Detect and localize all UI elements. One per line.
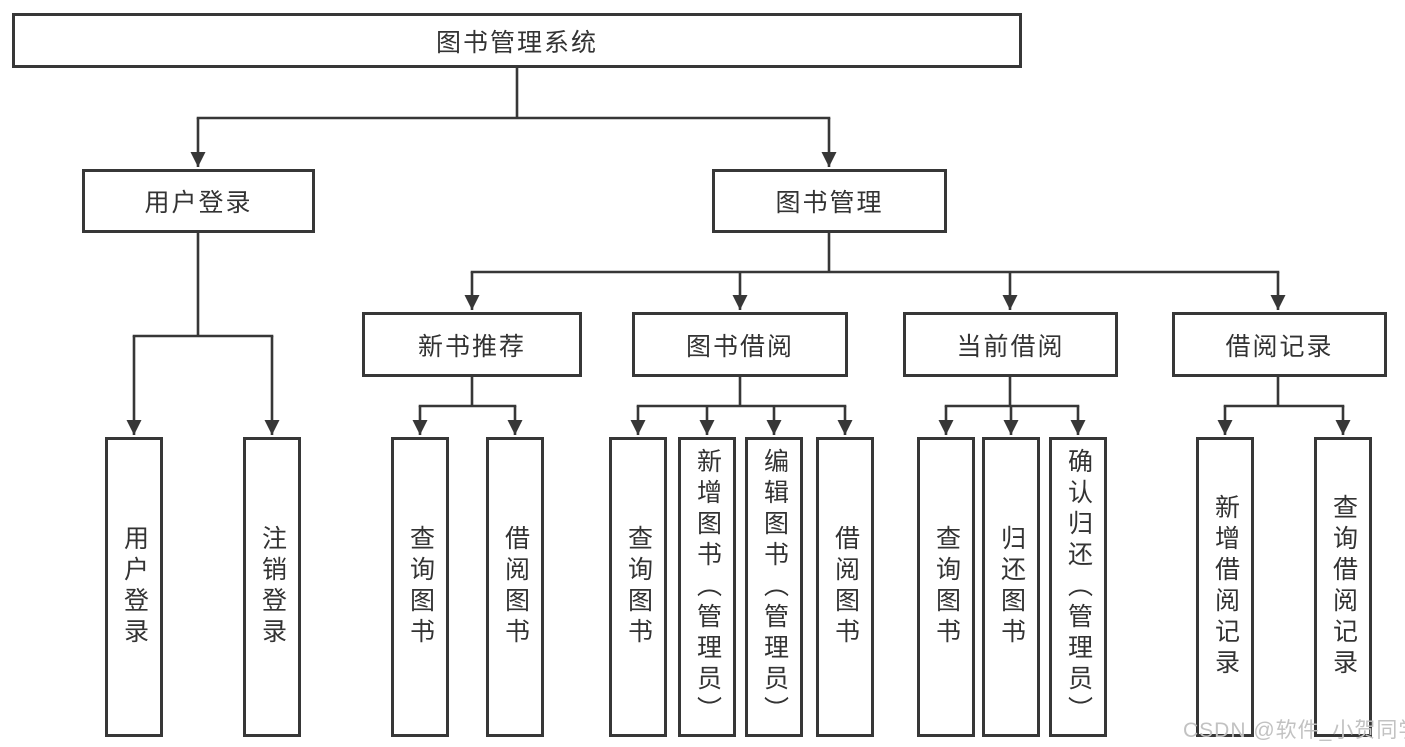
node-borrow-records: 借阅记录 xyxy=(1172,312,1387,377)
node-bb-add-books-admin: 新增图书（管理员） xyxy=(678,437,736,737)
node-current-borrow: 当前借阅 xyxy=(903,312,1118,377)
node-user-login: 用户登录 xyxy=(105,437,163,737)
node-bb-borrow-books: 借阅图书 xyxy=(816,437,874,737)
node-new-book-recommend: 新书推荐 xyxy=(362,312,582,377)
node-book-management: 图书管理 xyxy=(712,169,947,233)
node-cb-return-books: 归还图书 xyxy=(982,437,1040,737)
node-user-login-branch: 用户登录 xyxy=(82,169,315,233)
node-nbr-borrow-books: 借阅图书 xyxy=(486,437,544,737)
node-cb-confirm-return-admin: 确认归还（管理员） xyxy=(1049,437,1107,737)
node-cb-query-books: 查询图书 xyxy=(917,437,975,737)
node-br-add-record: 新增借阅记录 xyxy=(1196,437,1254,737)
node-book-borrow: 图书借阅 xyxy=(632,312,848,377)
node-bb-query-books: 查询图书 xyxy=(609,437,667,737)
node-nbr-query-books: 查询图书 xyxy=(391,437,449,737)
watermark-text: CSDN @软件_小贺同学 xyxy=(1183,719,1405,742)
node-library-system: 图书管理系统 xyxy=(12,13,1022,68)
node-br-query-record: 查询借阅记录 xyxy=(1314,437,1372,737)
node-bb-edit-books-admin: 编辑图书（管理员） xyxy=(745,437,803,737)
node-logout: 注销登录 xyxy=(243,437,301,737)
